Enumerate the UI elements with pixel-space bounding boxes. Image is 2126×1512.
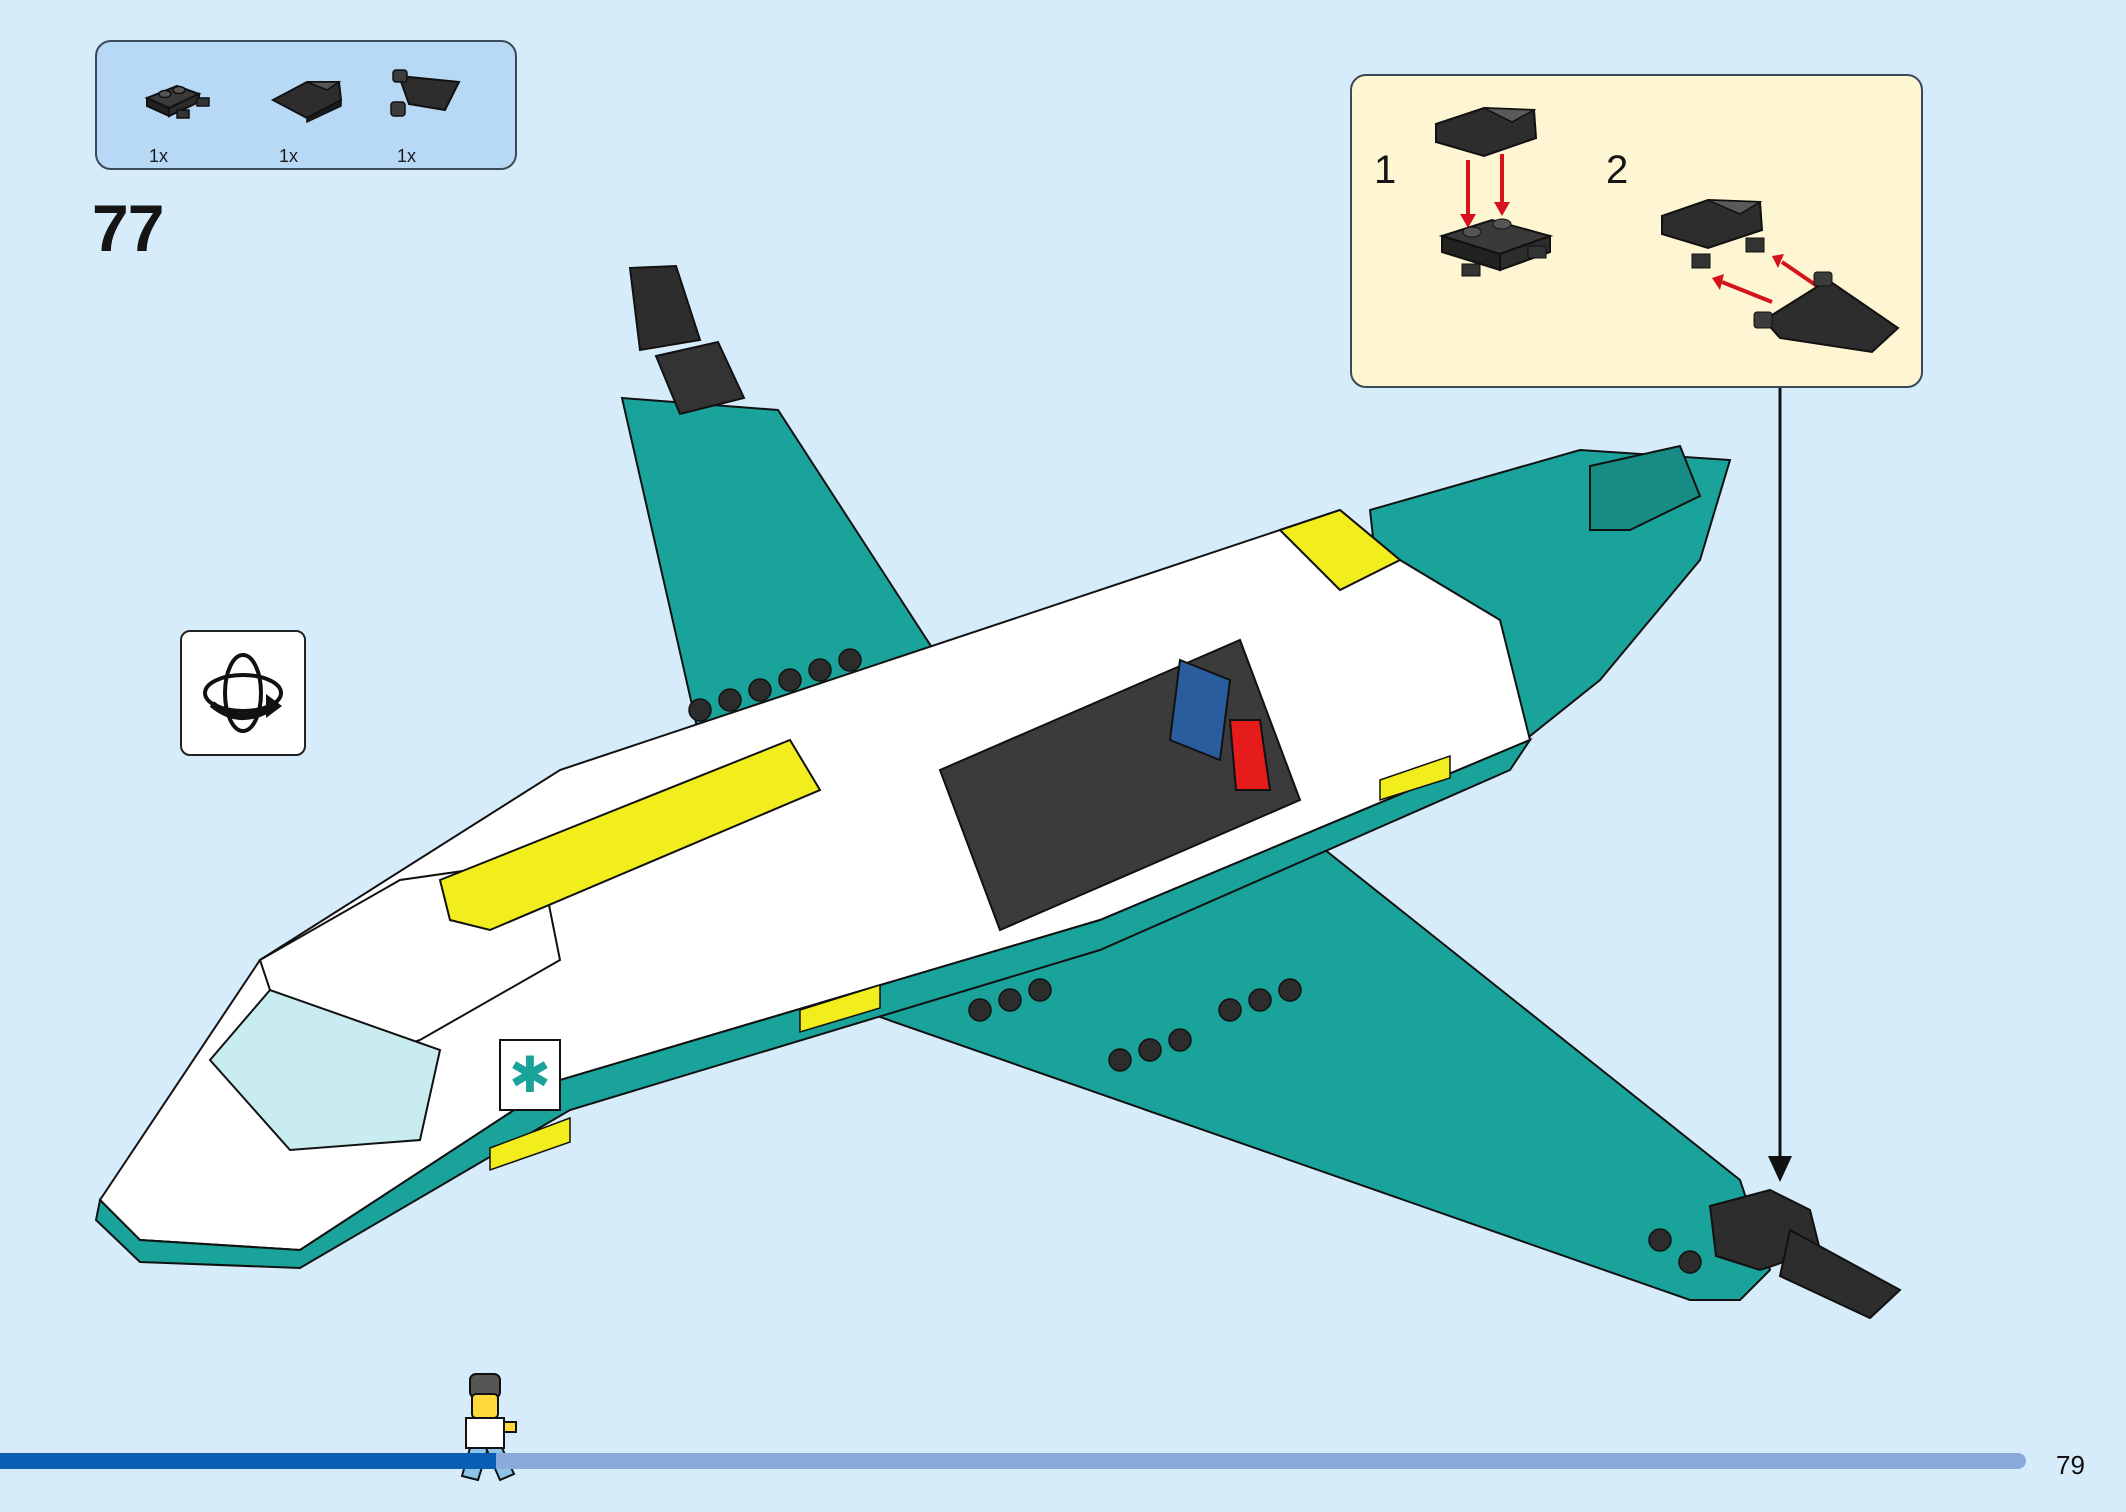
runner-minifigure-icon: [460, 1373, 517, 1482]
roof-stripe: [438, 738, 822, 932]
roof-piece: [1278, 508, 1402, 592]
wing-studs: [688, 648, 1702, 1274]
fin-clip-icon: [390, 69, 461, 117]
page-number: 79: [2056, 1450, 2085, 1480]
sub-assembly-callout: 1 2: [1350, 74, 1923, 388]
cockpit-window: [208, 988, 442, 1152]
upper-engine: [628, 264, 702, 352]
parts-list: 1x 1x 1x: [95, 40, 517, 170]
sub-step-illustration: [1435, 106, 1900, 354]
red-seat: [1228, 719, 1272, 791]
medical-cross-badge: [499, 1039, 561, 1111]
progress-bar: [0, 1453, 2026, 1469]
slope-brick-icon: [270, 81, 343, 124]
callout-arrow-head: [1768, 1156, 1792, 1182]
plate-with-pins-icon: [144, 84, 210, 119]
sub-step-2-number: 2: [1606, 148, 1629, 192]
part-3-qty: 1x: [397, 146, 417, 166]
sub-step-1-parts: [1435, 106, 1554, 277]
progress-fill: [0, 1453, 497, 1469]
part-3: 1x: [385, 60, 485, 170]
monitor: [1168, 658, 1232, 762]
step-number: 77: [92, 191, 164, 265]
part-2-qty: 1x: [279, 146, 299, 166]
rotate-model-icon: [203, 653, 283, 733]
part-1: 1x: [137, 60, 237, 170]
part-1-qty: 1x: [149, 146, 169, 166]
svg-text:✱: ✱: [509, 1046, 551, 1104]
progress-track: [0, 1453, 2026, 1469]
sub-step-2-parts: [1661, 198, 1900, 354]
fuselage-underside: [94, 737, 1533, 1270]
part-2: 1x: [267, 60, 367, 170]
rotate-model-indicator: [180, 630, 306, 756]
sub-step-1-number: 1: [1374, 148, 1397, 192]
